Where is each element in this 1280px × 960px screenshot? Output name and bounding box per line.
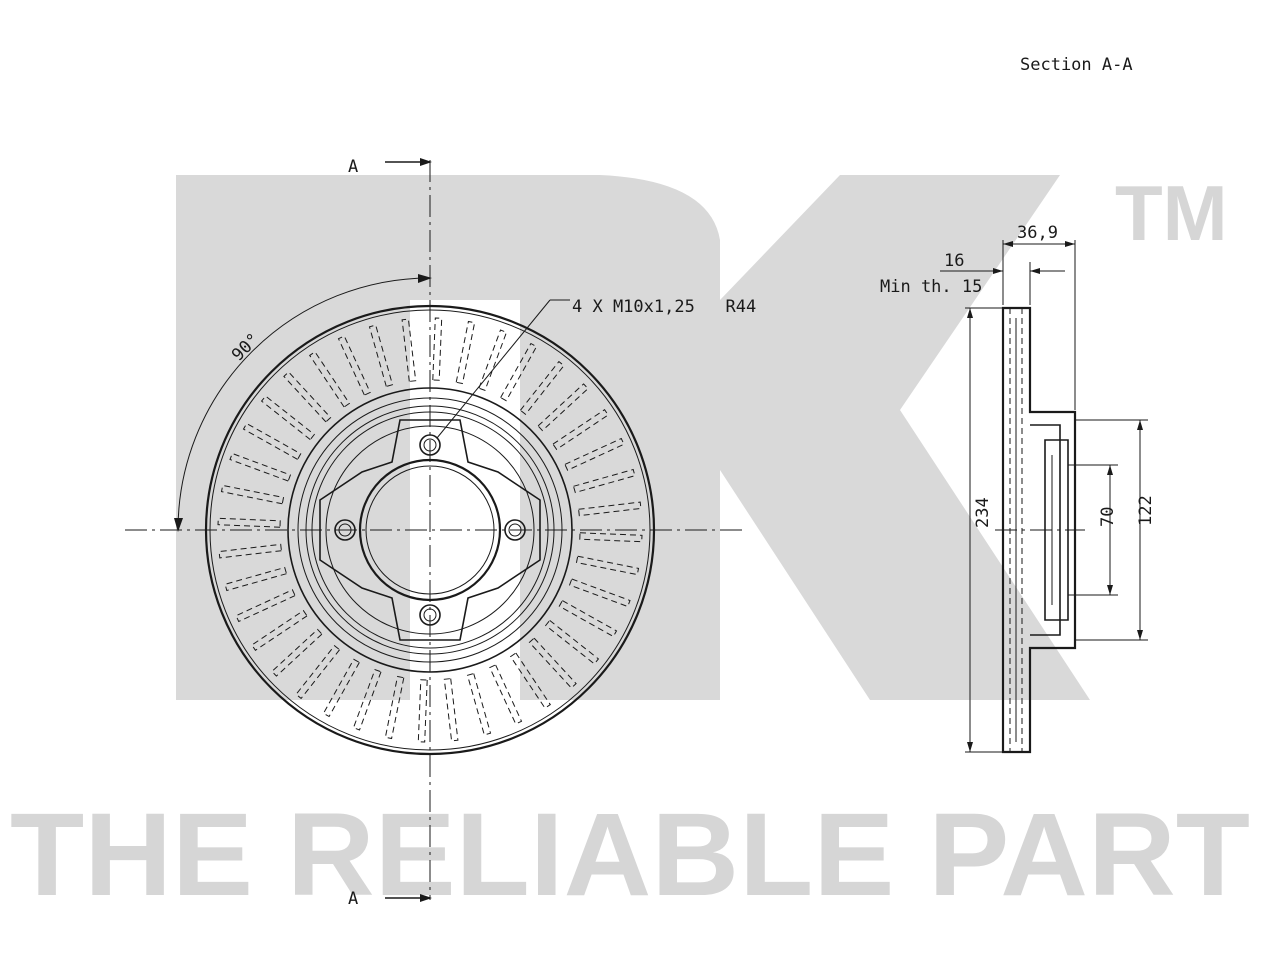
vent-slot-icon: [352, 668, 382, 731]
vent-slot-icon: [509, 652, 551, 709]
vent-slot-icon: [432, 317, 443, 381]
hub-flange: [319, 419, 541, 641]
center-bore-chamfer: [365, 465, 495, 595]
vent-slot-icon: [217, 517, 281, 528]
dim-hub-diameter: 122: [1075, 419, 1156, 641]
disc-outer-edge: [204, 304, 656, 756]
dim-outer-diameter-text: 234: [973, 497, 993, 528]
vent-slot-icon: [564, 437, 625, 471]
trademark-mark: TM: [1115, 169, 1228, 257]
vent-slot-icon: [322, 658, 361, 718]
vent-slot-icon: [251, 609, 308, 651]
vent-slot-icon: [544, 619, 600, 665]
dim-disc-thickness: 16 Min th. 15: [880, 251, 1065, 305]
vent-slot-icon: [489, 664, 523, 725]
tagline-text: THE RELIABLE PART: [10, 789, 1250, 921]
ventilation-slots: [217, 317, 643, 743]
vent-slot-icon: [575, 555, 640, 576]
vent-slot-icon: [271, 628, 323, 677]
bolt-hole-icon: [419, 434, 441, 456]
vent-slot-icon: [283, 371, 332, 423]
bolt-hole-icon: [334, 519, 356, 541]
hub-step-1: [297, 397, 563, 663]
vent-slot-icon: [443, 678, 459, 742]
vent-slot-icon: [499, 342, 538, 402]
vent-slot-icon: [519, 360, 565, 416]
vent-slot-icon: [568, 578, 631, 608]
cut-label-bottom: A: [348, 889, 358, 909]
arrow-icon: [418, 274, 432, 283]
vent-slot-icon: [417, 679, 428, 743]
vent-slot-icon: [478, 329, 508, 392]
dim-total-width: 36,9: [1002, 223, 1076, 410]
hub-face: [325, 425, 535, 635]
dim-center-bore: 70: [1068, 464, 1118, 596]
hub-step-2: [305, 405, 555, 655]
watermark: TM THE RELIABLE PART: [10, 169, 1250, 921]
disc-outer-edge-inner: [209, 309, 651, 751]
vent-slot-icon: [224, 566, 288, 592]
vent-slot-icon: [558, 599, 618, 638]
section-outline: [1001, 306, 1077, 754]
vent-slot-icon: [384, 675, 405, 740]
vent-slot-icon: [309, 351, 351, 408]
vent-slot-icon: [455, 320, 476, 385]
arrow-icon: [420, 894, 432, 902]
dim-disc-thickness-text: 16: [944, 251, 964, 271]
friction-ring-inner: [287, 387, 573, 673]
vent-slot-icon: [578, 501, 642, 517]
vent-slot-icon: [401, 318, 417, 382]
dim-total-width-text: 36,9: [1017, 223, 1058, 243]
vent-slot-icon: [572, 468, 636, 494]
vent-slot-icon: [242, 422, 302, 461]
arrow-icon: [174, 518, 183, 532]
vent-slot-icon: [235, 589, 296, 623]
vent-slot-icon: [218, 543, 282, 559]
vent-slot-icon: [220, 484, 285, 505]
hub-step-3: [311, 411, 549, 649]
bolt-callout-text: 4 X M10x1,25 R44: [572, 297, 756, 317]
vent-slot-icon: [466, 672, 492, 736]
bolt-holes: [334, 434, 526, 626]
dim-min-thickness-text: Min th. 15: [880, 277, 982, 297]
vent-slot-icon: [295, 644, 341, 700]
vent-slot-icon: [368, 324, 394, 388]
dim-center-bore-text: 70: [1098, 507, 1118, 527]
vent-slot-icon: [229, 452, 292, 482]
bolt-hole-icon: [504, 519, 526, 541]
hub-recess: [1044, 439, 1069, 621]
vent-slot-icon: [260, 395, 316, 441]
vent-slot-icon: [337, 335, 371, 396]
bolt-hole-icon: [419, 604, 441, 626]
vent-slot-icon: [537, 383, 589, 432]
vent-slot-icon: [528, 637, 577, 689]
section-view: 36,9 16 Min th. 15 234: [880, 223, 1156, 754]
vent-slot-icon: [552, 409, 609, 451]
cut-label-top: A: [348, 157, 358, 177]
section-cut-top: A: [348, 157, 432, 177]
section-title: Section A-A: [1020, 55, 1133, 75]
bolt-callout: 4 X M10x1,25 R44: [436, 297, 756, 439]
vent-slot-icon: [579, 532, 643, 543]
section-cut-bottom: A: [348, 889, 432, 909]
dim-outer-diameter: 234: [965, 307, 1003, 753]
center-bore: [358, 458, 502, 602]
arrow-icon: [420, 158, 432, 166]
dim-hub-diameter-text: 122: [1136, 495, 1156, 526]
